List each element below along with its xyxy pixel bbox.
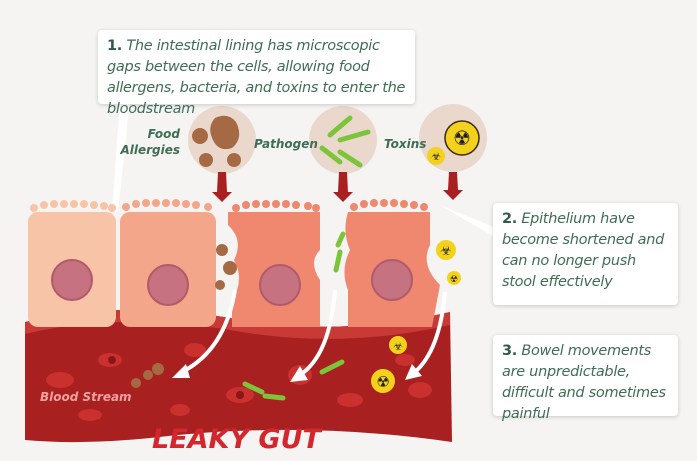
callout-3-number: 3.: [502, 343, 517, 359]
callout-1-text: The intestinal lining has microscopic ga…: [107, 38, 406, 117]
svg-text:☣: ☣: [431, 150, 441, 163]
callout-2-text: Epithelium have become shortened and can…: [502, 211, 665, 290]
epithelial-cells: [28, 199, 440, 327]
cell-nuclei: [51, 259, 413, 306]
callout-3-text: Bowel movements are unpredictable, diffi…: [502, 343, 666, 422]
callout-2-pointer: [440, 205, 496, 238]
callout-2: 2. Epithelium have become shortened and …: [493, 203, 678, 305]
label-toxins: Toxins: [384, 137, 427, 151]
svg-text:☣: ☣: [393, 340, 403, 353]
svg-text:☢: ☢: [450, 275, 458, 285]
svg-text:☣: ☣: [440, 244, 452, 259]
callout-1-pointer: [112, 100, 130, 212]
blood-stream: [25, 309, 452, 443]
down-arrows: [212, 172, 463, 202]
label-pathogen: Pathogen: [254, 137, 318, 151]
callout-1-number: 1.: [107, 38, 122, 54]
page-title: LEAKY GUT: [152, 424, 321, 455]
callout-3: 3. Bowel movements are unpredictable, di…: [493, 335, 678, 422]
flow-arrows: [181, 289, 447, 377]
food-allergy-circle: [188, 106, 256, 174]
svg-text:☢: ☢: [376, 373, 389, 391]
toxins-circle: ☢ ☣: [419, 104, 487, 172]
pathogen-circle: [309, 106, 377, 174]
callout-2-number: 2.: [502, 211, 517, 227]
label-food-allergies: Food Allergies: [120, 127, 180, 157]
callout-1: 1. The intestinal lining has microscopic…: [98, 30, 415, 117]
svg-text:☢: ☢: [453, 126, 471, 150]
label-blood-stream: Blood Stream: [40, 390, 132, 404]
